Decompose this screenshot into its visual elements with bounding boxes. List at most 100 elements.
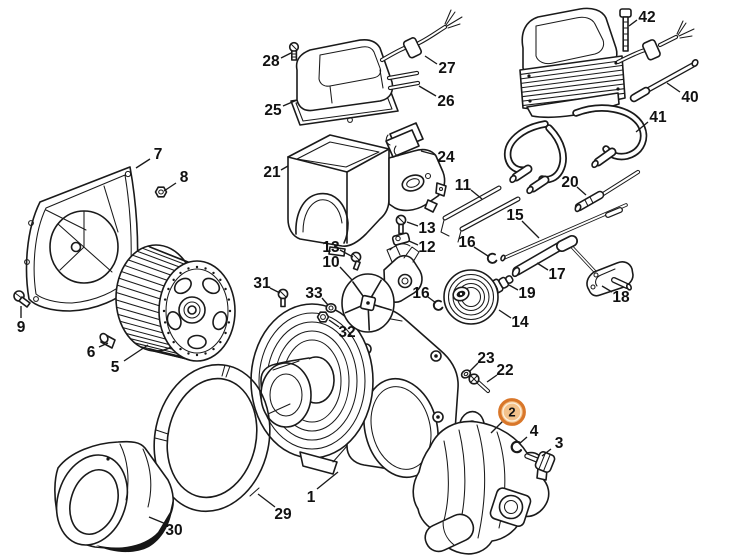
callout-number-40: 40	[681, 89, 698, 106]
callout-number-6: 6	[87, 344, 96, 361]
callout-20-12: 20	[561, 174, 587, 196]
callout-23-30: 23	[468, 350, 495, 373]
callout-13-13: 13	[406, 220, 436, 237]
callout-2-32[interactable]: 2	[490, 398, 526, 434]
callout-number-25: 25	[264, 102, 282, 119]
callout-number-8: 8	[180, 169, 189, 186]
part-24-clamp	[385, 122, 424, 158]
callout-number-16: 16	[412, 285, 430, 302]
callout-33-20: 33	[305, 285, 329, 306]
callout-31-19: 31	[253, 275, 281, 294]
callout-24-7: 24	[420, 149, 455, 166]
callout-12-16: 12	[408, 239, 436, 256]
callout-28-0: 28	[262, 52, 292, 70]
callout-25-1: 25	[264, 99, 298, 119]
callout-number-31: 31	[253, 275, 271, 292]
callout-leader-3	[541, 448, 552, 457]
ignition-coil	[519, 7, 626, 119]
callout-21-8: 21	[263, 164, 289, 181]
part-1-blower-housing	[250, 303, 459, 479]
callout-number-42: 42	[638, 9, 655, 26]
part-21-housing-box	[287, 134, 447, 257]
part-4-clip	[510, 440, 523, 454]
callout-leader-2	[490, 420, 504, 434]
part-40-cable-and-rod	[615, 20, 699, 103]
callout-number-9: 9	[17, 319, 26, 336]
callout-leader-32	[328, 319, 340, 328]
callout-8-10: 8	[163, 169, 189, 192]
part-11-tubes	[440, 185, 521, 243]
part-3-screw	[524, 451, 556, 473]
callout-number-11: 11	[455, 177, 472, 194]
part-33-washer	[325, 302, 337, 313]
callout-number-13: 13	[322, 239, 340, 256]
callout-number-10: 10	[322, 254, 339, 271]
callout-number-18: 18	[612, 289, 630, 306]
callout-number-23: 23	[477, 350, 495, 367]
part-16-clip-upper	[486, 252, 498, 264]
callout-22-31: 22	[486, 362, 514, 383]
callout-leader-4	[518, 436, 528, 445]
part-32-nut	[316, 311, 330, 323]
part-14-rope-rotor	[443, 269, 499, 325]
callout-13-15: 13	[322, 239, 354, 258]
callout-leader-41	[635, 121, 649, 133]
part-9-screw	[13, 290, 31, 308]
part-13-screw-right	[395, 214, 407, 235]
callout-leader-16	[473, 246, 489, 257]
callout-leader-31	[269, 287, 281, 294]
callout-number-24: 24	[437, 149, 455, 166]
callout-41-6: 41	[635, 109, 667, 133]
callout-leader-30	[148, 516, 167, 525]
callout-number-4: 4	[530, 423, 539, 440]
callout-leader-8	[163, 182, 177, 192]
callout-number-21: 21	[263, 164, 281, 181]
callout-number-28: 28	[262, 53, 280, 70]
callout-number-2[interactable]: 2	[508, 405, 515, 420]
callout-number-7: 7	[154, 146, 163, 163]
callout-leader-15	[521, 220, 540, 239]
callout-16-21: 16	[412, 285, 437, 304]
part-15-tube	[500, 203, 628, 262]
callout-19-23: 19	[508, 284, 536, 302]
callout-leader-7	[135, 158, 151, 169]
callout-number-3: 3	[555, 435, 564, 452]
part-12-plate	[391, 232, 411, 246]
callout-number-27: 27	[438, 60, 455, 77]
callout-number-19: 19	[518, 285, 536, 302]
callout-leader-24	[420, 150, 437, 156]
callout-number-41: 41	[649, 109, 667, 126]
callout-leader-29	[257, 493, 276, 508]
part-25-ignition-module	[290, 39, 399, 126]
callout-26-3: 26	[418, 85, 455, 110]
callout-leader-33	[321, 297, 329, 306]
callout-30-37: 30	[148, 516, 183, 539]
callout-number-17: 17	[548, 266, 565, 283]
rotor-rings	[443, 269, 499, 325]
callout-number-12: 12	[418, 239, 435, 256]
callout-number-15: 15	[506, 207, 524, 224]
callout-leader-20	[576, 186, 587, 196]
part-16-clip-lower	[432, 299, 444, 311]
callout-number-26: 26	[437, 93, 455, 110]
part-13-screw-left	[350, 251, 362, 271]
callout-14-25: 14	[498, 309, 529, 331]
callout-number-29: 29	[274, 506, 292, 523]
callout-leader-42	[628, 19, 638, 27]
callout-32-26: 32	[328, 319, 356, 341]
callout-leader-14	[498, 309, 512, 319]
callout-leader-28	[280, 52, 292, 59]
drum-dots	[162, 265, 232, 357]
callout-9-27: 9	[17, 306, 26, 336]
callout-1-35: 1	[307, 471, 339, 506]
callout-leader-22	[486, 374, 498, 383]
callout-6-28: 6	[87, 342, 109, 361]
callout-leader-6	[98, 342, 109, 348]
callout-number-13: 13	[418, 220, 436, 237]
callout-leader-17	[536, 262, 549, 271]
part-42-bolt	[619, 8, 632, 52]
part-26-wires	[386, 70, 421, 91]
